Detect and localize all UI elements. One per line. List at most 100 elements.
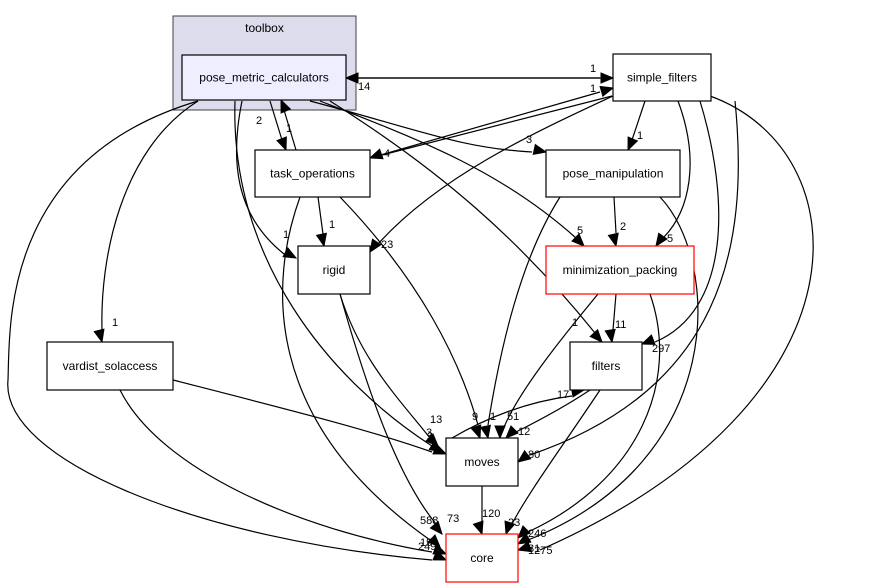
edge-label[interactable]: 1275 — [528, 545, 552, 557]
edge-minimization_packing-to-moves[interactable] — [494, 293, 599, 440]
edge-label[interactable]: 31 — [528, 543, 540, 555]
edge-label[interactable]: 588 — [420, 515, 438, 527]
edge-label[interactable]: 3 — [526, 134, 532, 146]
node-task-operations[interactable]: task_operations — [254, 149, 371, 198]
edge-pose_manipulation-to-core[interactable] — [516, 196, 699, 545]
node-simple-filters[interactable]: simple_filters — [612, 53, 712, 102]
edge-line — [235, 100, 285, 255]
node-pose-metric-calculators[interactable]: pose_metric_calculators — [181, 54, 347, 101]
edge-line — [377, 95, 614, 245]
arrowhead-icon — [479, 424, 492, 440]
edge-simple_filters-to-moves[interactable] — [516, 100, 739, 463]
edge-label[interactable]: 1 — [283, 229, 289, 241]
edge-label[interactable]: 297 — [652, 343, 670, 355]
edge-label[interactable]: 14 — [358, 81, 370, 93]
edge-label[interactable]: 2 — [256, 115, 262, 127]
edge-label[interactable]: 13 — [430, 414, 442, 426]
edge-line — [511, 389, 601, 525]
edge-pose_manipulation-to-moves[interactable] — [479, 196, 561, 440]
edge-rigid-to-core[interactable] — [339, 293, 443, 535]
edge-line — [527, 196, 699, 541]
edge-label[interactable]: 11 — [615, 319, 626, 331]
edge-simple_filters-to-rigid[interactable] — [369, 95, 614, 254]
arrowhead-icon — [640, 334, 656, 345]
edge-label[interactable]: 73 — [447, 513, 459, 525]
edge-vardist_solaccess-to-core[interactable] — [119, 389, 448, 555]
edge-label[interactable]: 9 — [472, 411, 478, 423]
arrowhead-icon — [600, 72, 615, 84]
node-rigid[interactable]: rigid — [297, 245, 371, 295]
edge-label[interactable]: 3 — [427, 431, 433, 443]
edge-label[interactable]: 3 — [426, 427, 432, 439]
edge-label[interactable]: 23 — [508, 517, 520, 529]
node-minimization-packing[interactable]: minimization_packing — [545, 245, 695, 295]
edge-line — [7, 100, 433, 561]
edge-moves-to-core[interactable] — [472, 486, 484, 536]
edge-task_operations-to-moves[interactable] — [339, 196, 482, 440]
edge-line — [329, 100, 596, 334]
edge-simple_filters-to-pose_manipulation[interactable] — [627, 100, 646, 152]
edge-label[interactable]: 1 — [112, 317, 118, 329]
node-core[interactable]: core — [445, 533, 519, 583]
node-filters[interactable]: filters — [569, 341, 643, 391]
edge-pose_metric_calculators-to-vardist_solaccess[interactable] — [93, 100, 199, 344]
edge-simple_filters-to-minimization_packing[interactable] — [655, 100, 691, 248]
edge-label[interactable]: 4 — [384, 148, 390, 160]
edge-pose_metric_calculators-to-simple_filters[interactable] — [350, 72, 615, 84]
edge-line — [234, 100, 433, 447]
edge-label[interactable]: 1 — [590, 83, 596, 95]
node-vardist-solaccess[interactable]: vardist_solaccess — [46, 341, 174, 391]
node-label: moves — [464, 455, 499, 469]
edges-layer — [7, 72, 814, 561]
edge-simple_filters-to-filters[interactable] — [640, 100, 720, 345]
edge-task_operations-to-simple_filters[interactable] — [369, 85, 615, 159]
edge-pose_manipulation-to-minimization_packing[interactable] — [607, 196, 619, 248]
edge-label[interactable]: 1 — [286, 123, 292, 135]
edge-pose_metric_calculators-to-minimization_packing[interactable] — [319, 100, 585, 247]
edge-simple_filters-to-core[interactable] — [516, 95, 814, 553]
edge-task_operations-to-pose_metric_calculators[interactable] — [280, 98, 297, 151]
node-pose-manipulation[interactable]: pose_manipulation — [545, 149, 681, 198]
arrowhead-icon — [571, 233, 585, 247]
edge-filters-to-core[interactable] — [504, 389, 601, 536]
node-label: core — [470, 551, 494, 565]
edge-label[interactable]: 12 — [518, 426, 530, 438]
edge-minimization_packing-to-core[interactable] — [517, 293, 661, 539]
edge-label[interactable]: 2 — [620, 221, 626, 233]
edge-label[interactable]: 1 — [590, 63, 596, 75]
edge-pose_metric_calculators-to-pose_manipulation[interactable] — [309, 100, 548, 156]
arrowhead-icon — [505, 425, 519, 439]
arrowhead-icon — [589, 328, 603, 343]
edge-pose_metric_calculators-to-core[interactable] — [7, 100, 448, 561]
edge-line — [529, 100, 739, 456]
edge-task_operations-to-rigid[interactable] — [315, 196, 328, 248]
node-moves[interactable]: moves — [445, 437, 519, 487]
edge-label[interactable]: 1 — [572, 317, 578, 329]
edge-label[interactable]: 249 — [418, 541, 436, 553]
edge-filters-to-moves[interactable] — [505, 389, 591, 439]
edge-label[interactable]: 120 — [482, 508, 500, 520]
edge-pose_metric_calculators-to-filters[interactable] — [329, 100, 603, 343]
edge-label[interactable]: 19 — [420, 537, 432, 549]
edge-pose_metric_calculators-to-task_operations[interactable] — [269, 100, 287, 152]
edge-label[interactable]: 23 — [381, 239, 393, 251]
edge-label[interactable]: 17 — [557, 389, 569, 401]
edge-label[interactable]: 246 — [528, 528, 546, 540]
edge-label[interactable]: 5 — [667, 233, 673, 245]
edge-task_operations-to-core[interactable] — [281, 196, 441, 548]
arrowhead-icon — [425, 433, 439, 447]
edge-label[interactable]: 5 — [577, 225, 583, 237]
edge-vardist_solaccess-to-moves[interactable] — [172, 379, 448, 455]
arrowhead-icon — [627, 136, 639, 152]
edge-label[interactable]: 80 — [528, 449, 540, 461]
edge-line — [319, 100, 577, 239]
arrowhead-icon — [604, 328, 616, 344]
edge-label[interactable]: 1 — [490, 411, 496, 423]
edge-label[interactable]: 1 — [329, 219, 335, 231]
edge-label[interactable]: 51 — [507, 411, 519, 423]
edge-minimization_packing-to-filters[interactable] — [604, 293, 617, 344]
edge-label[interactable]: 1 — [637, 130, 643, 142]
edge-rigid-to-moves[interactable] — [339, 293, 439, 447]
edge-simple_filters-to-task_operations[interactable] — [368, 95, 613, 160]
arrowhead-icon — [315, 232, 328, 248]
